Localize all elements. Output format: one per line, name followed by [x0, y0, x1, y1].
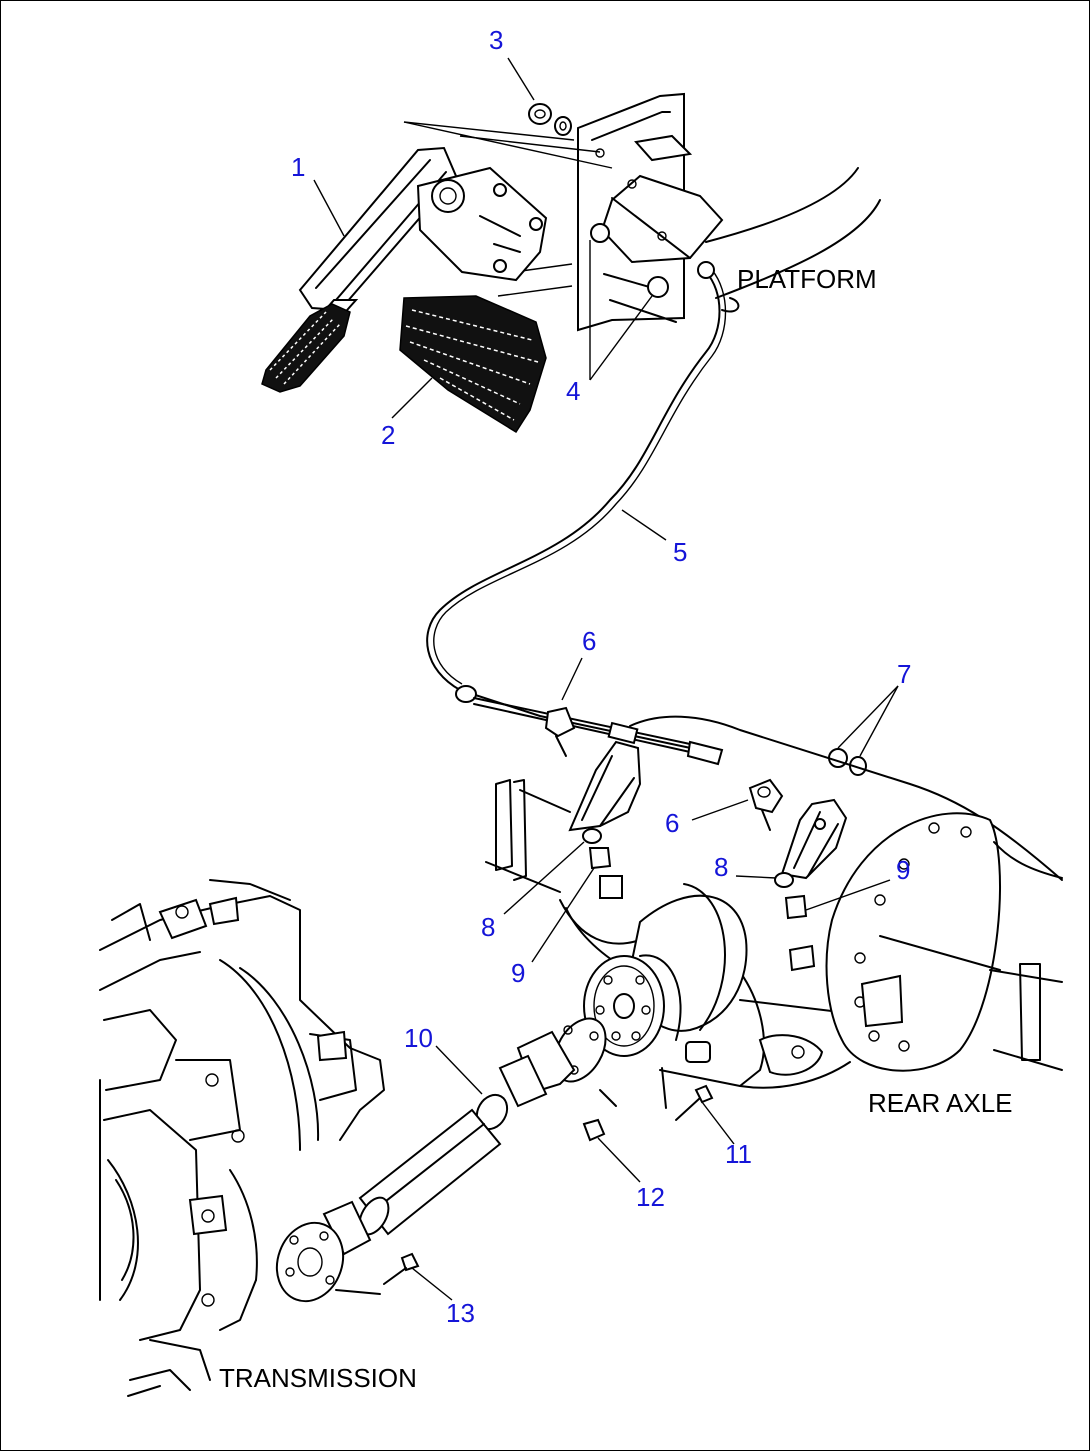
callout-9-right: 9 [896, 855, 910, 885]
bolt-13 [383, 1252, 420, 1285]
label-platform: PLATFORM [737, 264, 877, 294]
callout-6-upper: 6 [582, 626, 596, 656]
callout-3: 3 [489, 25, 503, 55]
nuts-7 [828, 748, 867, 776]
callout-numbers: 1 2 3 4 5 6 6 7 8 8 9 9 10 11 12 13 [291, 25, 911, 1328]
pedal-cover-2 [399, 295, 547, 434]
callout-8-right: 8 [714, 852, 728, 882]
leader-lines [313, 57, 899, 1301]
callout-13: 13 [446, 1298, 475, 1328]
callout-4: 4 [566, 376, 580, 406]
callout-1: 1 [291, 152, 305, 182]
bolt-11 [661, 1067, 714, 1121]
callout-12: 12 [636, 1182, 665, 1212]
callout-2: 2 [381, 420, 395, 450]
pedal-1 [261, 146, 548, 393]
callout-9-left: 9 [511, 958, 525, 988]
nut-washer-3 [528, 103, 572, 136]
washer-nut-8-9-left [582, 828, 612, 870]
cable-5 [426, 261, 740, 766]
axle-bracket-right [780, 798, 848, 972]
platform-bracket [577, 92, 881, 332]
callout-6-lower: 6 [665, 808, 679, 838]
label-rear-axle: REAR AXLE [868, 1088, 1013, 1118]
clamp-6-lower [748, 778, 784, 831]
callout-8-left: 8 [481, 912, 495, 942]
callout-7: 7 [897, 659, 911, 689]
axle-bracket-left [485, 740, 642, 899]
callout-11: 11 [725, 1139, 752, 1169]
transmission-housing [99, 879, 385, 1397]
washer-nut-8-9-right [774, 872, 808, 920]
callout-10: 10 [404, 1023, 433, 1053]
drive-shaft-10 [275, 1017, 617, 1303]
callout-5: 5 [673, 537, 687, 567]
nut-12 [582, 1118, 606, 1142]
drive-flange-rear [583, 954, 682, 1057]
label-transmission: TRANSMISSION [219, 1363, 417, 1393]
